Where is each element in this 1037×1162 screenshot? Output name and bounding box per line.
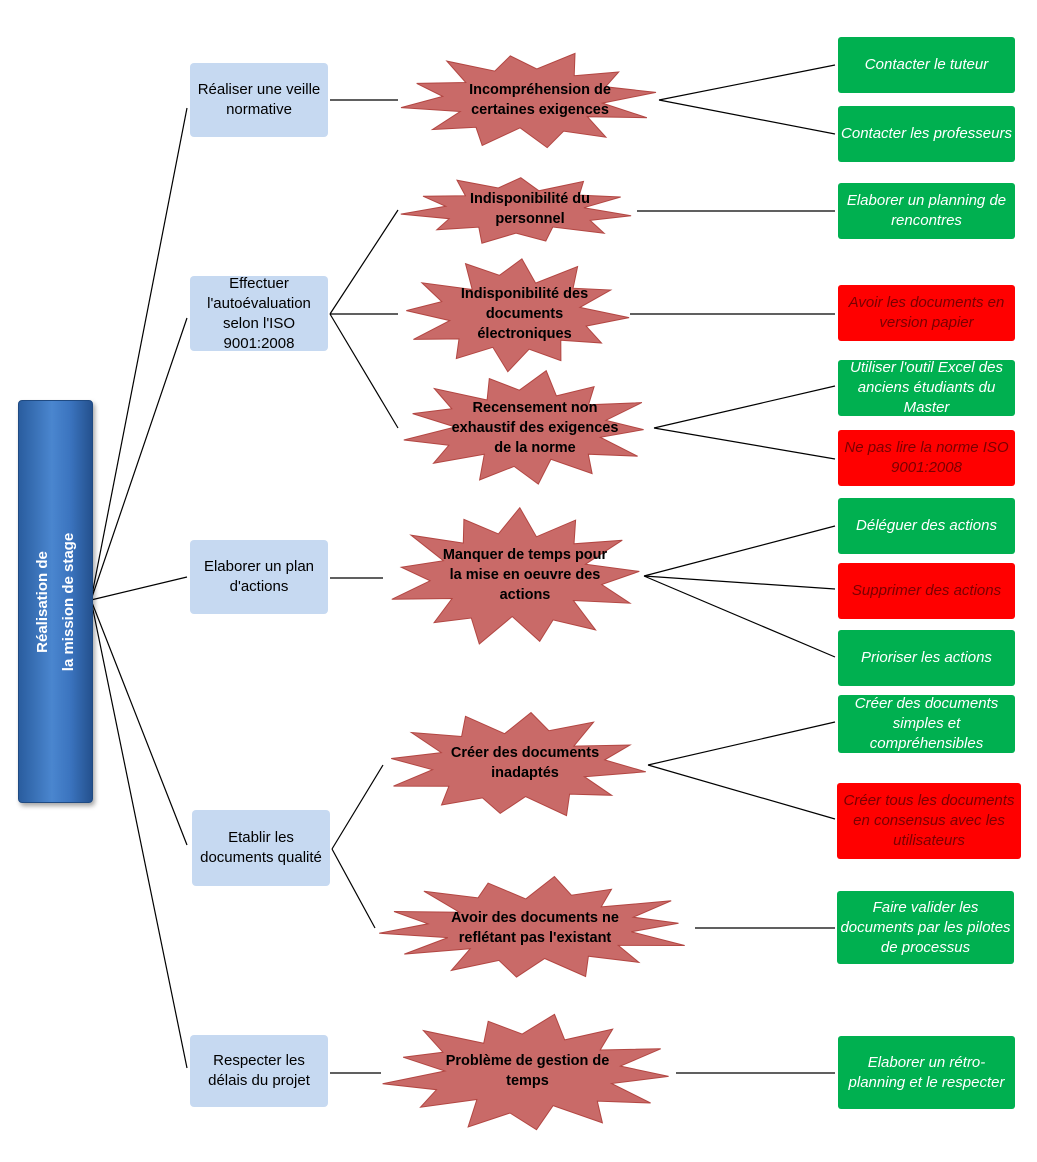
risk-label-gestion-temps: Problème de gestion de temps: [445, 1053, 610, 1089]
task-plan-actions: Elaborer un plan d'actions: [190, 540, 328, 614]
risk-burst-gestion-temps: [382, 1013, 669, 1131]
risk-label-manque-temps: Manquer de temps pour la mise en oeuvre …: [442, 547, 608, 603]
risk-label-recensement: Recensement non exhaustif des exigences …: [451, 400, 619, 456]
action-planning-rencontres: Elaborer un planning de rencontres: [838, 183, 1015, 239]
action-retro-planning: Elaborer un rétro-planning et le respect…: [838, 1036, 1015, 1109]
task-documents-qualite: Etablir les documents qualité: [192, 810, 330, 886]
action-faire-valider: Faire valider les documents par les pilo…: [837, 891, 1014, 964]
root-node: Réalisation de la mission de stage: [18, 400, 93, 803]
task-autoevaluation: Effectuer l'autoévaluation selon l'ISO 9…: [190, 275, 328, 352]
action-version-papier: Avoir les documents en version papier: [838, 285, 1015, 341]
risk-burst-inadaptes: [391, 711, 646, 817]
risk-label-incomprehension: Incompréhension de certaines exigences: [469, 82, 611, 118]
action-ne-pas-lire-norme: Ne pas lire la norme ISO 9001:2008: [838, 430, 1015, 486]
action-deleguer: Déléguer des actions: [838, 498, 1015, 554]
risk-burst-incomprehension: [400, 52, 657, 149]
risk-burst-existant: [379, 875, 685, 978]
risk-label-documents-existant: Avoir des documents ne reflétant pas l'e…: [451, 910, 619, 946]
risk-label-personnel: Indisponibilité du personnel: [469, 191, 590, 227]
task-delais-projet: Respecter les délais du projet: [190, 1035, 328, 1107]
risk-label-documents-electroniques: Indisponibilité des documents électroniq…: [460, 286, 589, 342]
risk-burst-manque-temps: [391, 506, 640, 645]
action-prioriser: Prioriser les actions: [838, 630, 1015, 686]
risk-label-documents-inadaptes: Créer des documents inadaptés: [450, 745, 600, 781]
action-outil-excel: Utiliser l'outil Excel des anciens étudi…: [838, 360, 1015, 416]
action-documents-simples: Créer des documents simples et compréhen…: [838, 695, 1015, 753]
action-contacter-tuteur: Contacter le tuteur: [838, 37, 1015, 93]
risk-burst-personnel: [400, 177, 632, 244]
action-contacter-professeurs: Contacter les professeurs: [838, 106, 1015, 162]
action-documents-consensus: Créer tous les documents en consensus av…: [837, 783, 1021, 859]
action-supprimer: Supprimer des actions: [838, 563, 1015, 619]
root-label: Réalisation de la mission de stage: [33, 532, 77, 671]
risk-burst-recensement: [403, 369, 644, 485]
task-veille-normative: Réaliser une veille normative: [190, 63, 328, 137]
risk-burst-documents: [406, 258, 630, 373]
